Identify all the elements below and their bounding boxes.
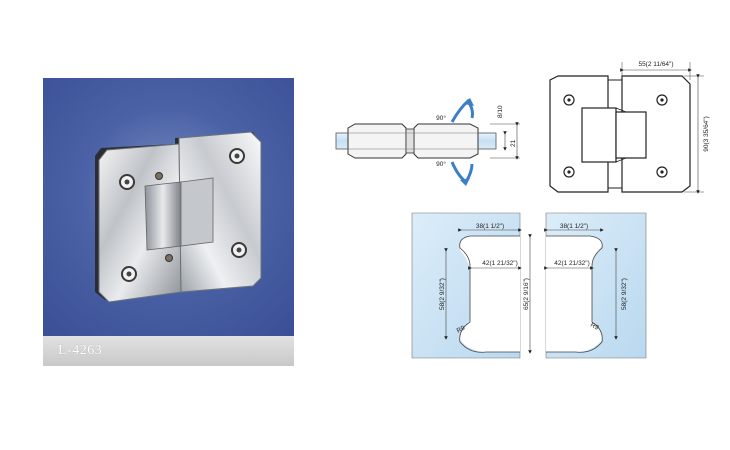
caption-bar: L-4263 [43, 336, 294, 366]
left-total-height: 65(2 9/16") [523, 278, 530, 310]
side-plate-left [347, 123, 407, 159]
right-radius-label: R9 [589, 322, 600, 332]
right-top-dim: 38(1 1/2") [560, 223, 588, 230]
front-plate-left [549, 75, 609, 193]
product-photo [43, 78, 294, 336]
hinge-photo-illustration [95, 131, 262, 303]
front-view: 55(2 11/64") 90(3 35/64") [549, 61, 710, 194]
front-height-label: 90(3 35/64") [703, 116, 710, 152]
model-code-label: L-4263 [58, 343, 103, 358]
front-width-label: 55(2 11/64") [638, 61, 673, 68]
left-depth-dim: 42(1 21/32") [482, 260, 518, 267]
side-plate-right [413, 123, 479, 159]
front-plate-right [621, 75, 691, 193]
right-depth-dim: 42(1 21/32") [554, 260, 590, 267]
glass-cutout-left: 38(1 1/2") 42(1 21/32") 58(2 9/32") 65(2… [411, 212, 532, 359]
left-top-dim: 38(1 1/2") [476, 223, 504, 230]
rotation-top-label: 90° [436, 114, 446, 122]
left-radius-label: R9 [456, 325, 467, 335]
glass-cutout-right: 38(1 1/2") 42(1 21/32") 58(2 9/32") R9 [544, 212, 647, 359]
rotation-bottom-label: 90° [436, 160, 446, 168]
side-view: 90° 90° 8/10 21 [335, 98, 520, 186]
front-knuckle [581, 107, 617, 163]
height-label-side: 21 [510, 139, 517, 147]
right-notch-height: 58(2 9/32") [621, 278, 628, 310]
thickness-label: 8/10 [497, 105, 504, 118]
left-notch-height: 58(2 9/32") [439, 278, 446, 310]
